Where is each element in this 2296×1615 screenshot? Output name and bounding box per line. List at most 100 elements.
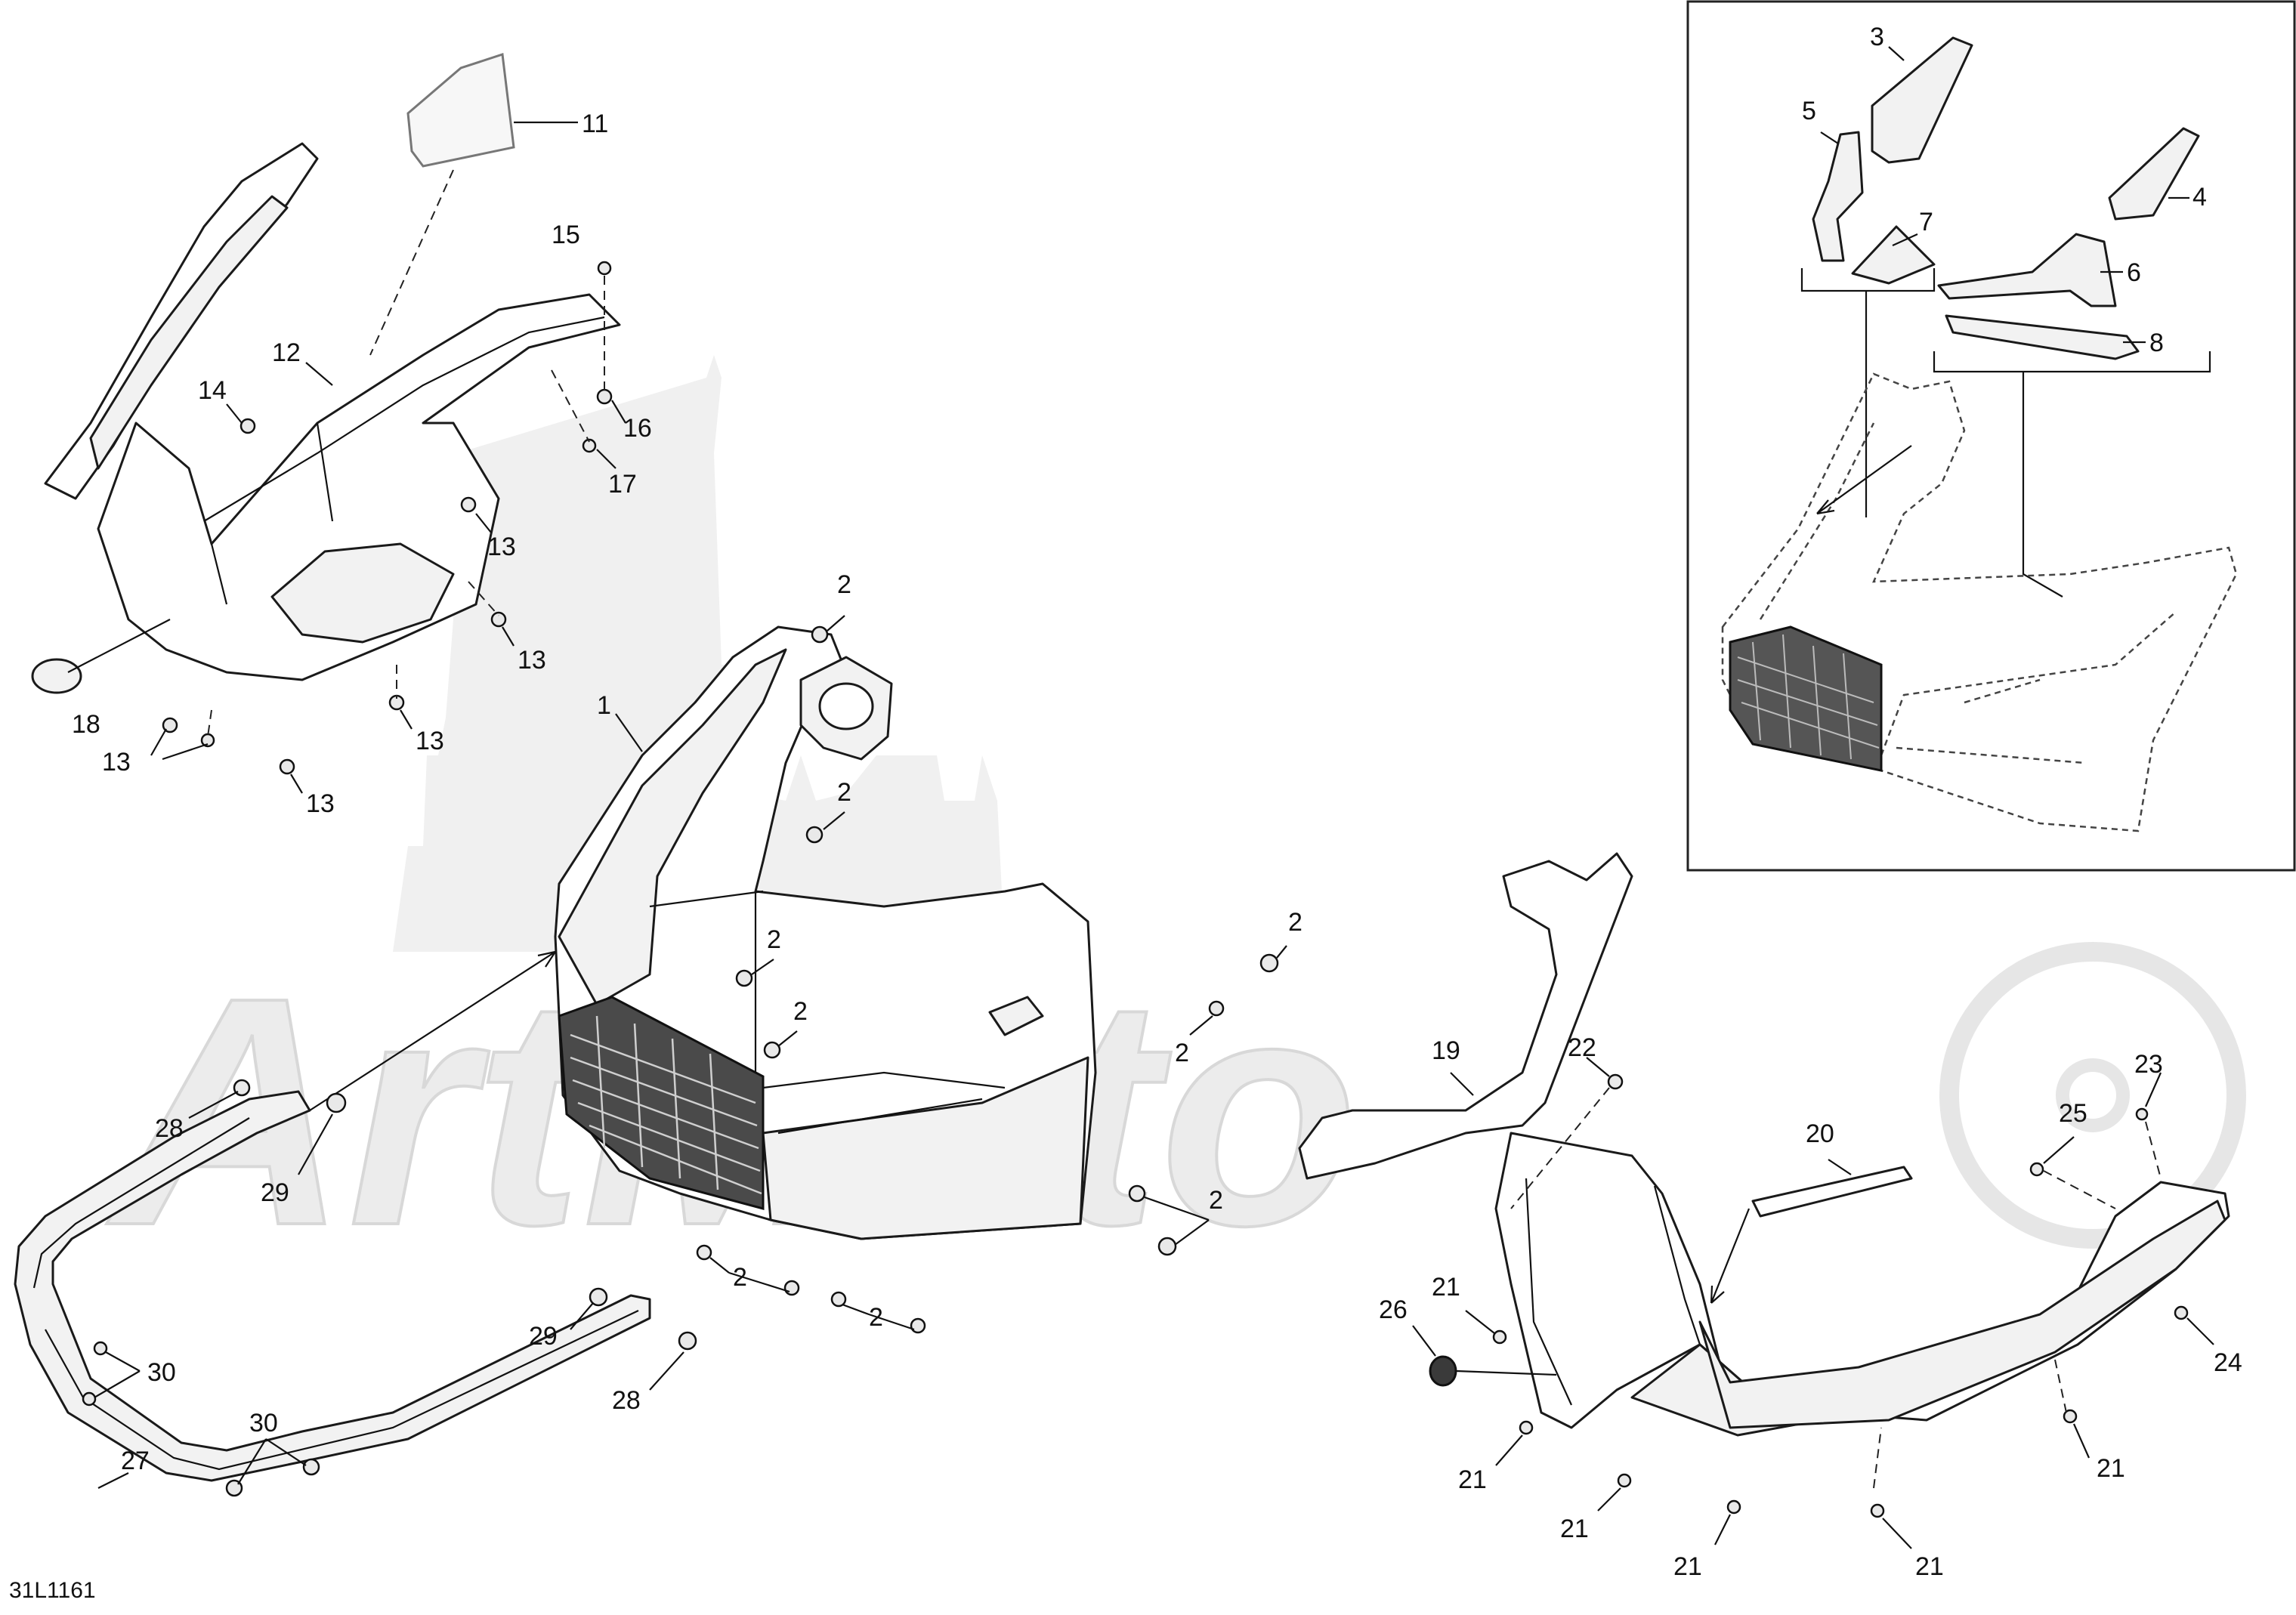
- part-1-vent: [988, 996, 1044, 1036]
- leader-20: [1828, 1159, 1852, 1175]
- callout-18: 18: [72, 710, 100, 739]
- leader-23: [2144, 1072, 2162, 1107]
- document-code: 31L1161: [9, 1578, 96, 1603]
- callout-21-b: 21: [1458, 1465, 1487, 1494]
- callout-15: 15: [552, 221, 580, 249]
- hw-30b: [82, 1391, 97, 1407]
- leader-30: [94, 1351, 307, 1485]
- leader-25: [2043, 1136, 2075, 1164]
- hw-25: [2029, 1162, 2044, 1177]
- hw-2a: [811, 625, 829, 644]
- hw-2j: [783, 1280, 800, 1296]
- hw-2c: [735, 969, 753, 987]
- upper-left-assembly: [31, 53, 621, 775]
- callout-28-a: 28: [155, 1114, 184, 1143]
- callout-17: 17: [608, 470, 637, 499]
- part-1-edge: [558, 648, 787, 1006]
- watermark-skyline: [393, 355, 1005, 952]
- leader-28: [188, 1091, 684, 1391]
- leader-13: [150, 513, 515, 794]
- hw-21b: [1519, 1420, 1534, 1435]
- dash-13: [207, 581, 499, 737]
- inset-ghost-hood: [1721, 372, 2238, 832]
- callout-2-i: 2: [869, 1303, 883, 1332]
- callout-24: 24: [2214, 1348, 2242, 1377]
- callout-2-c: 2: [767, 925, 781, 954]
- part-3-pad: [1871, 36, 1973, 164]
- callout-6: 6: [2127, 258, 2141, 287]
- side-trim-inner: [89, 195, 289, 470]
- callout-1: 1: [597, 691, 611, 720]
- leader-7: [1892, 233, 1918, 247]
- callout-22: 22: [1568, 1033, 1596, 1062]
- hw-30d: [302, 1458, 320, 1476]
- part-8-trim: [1945, 314, 2140, 360]
- hw-13f: [200, 733, 215, 748]
- hw-28b: [678, 1331, 697, 1351]
- hood-assembly: [309, 625, 1279, 1334]
- callout-14: 14: [198, 376, 227, 405]
- hw-17: [582, 438, 597, 453]
- leader-3: [1888, 46, 1905, 61]
- callout-28-b: 28: [612, 1386, 641, 1415]
- part-5-trim: [1812, 131, 1864, 262]
- hw-21c: [1617, 1473, 1632, 1488]
- belly-pan-assembly: [1298, 852, 2230, 1518]
- dash-11-to-12: [369, 169, 454, 356]
- callout-11: 11: [582, 110, 608, 138]
- part-19-lines: [1525, 1178, 1701, 1406]
- callout-2-b: 2: [837, 778, 851, 807]
- inset-bracket-left: [1800, 268, 1936, 517]
- hw-13e: [162, 717, 178, 733]
- callout-25: 25: [2059, 1099, 2087, 1128]
- arrow-1: [309, 950, 556, 1111]
- leader-14: [226, 403, 243, 424]
- hw-2h: [1157, 1237, 1177, 1256]
- part-12-hollow: [270, 542, 455, 644]
- leader-5: [1820, 131, 1839, 144]
- leader-29: [298, 1113, 594, 1330]
- inset-frame: [1686, 0, 2296, 872]
- callout-20: 20: [1806, 1119, 1834, 1148]
- part-20-strip: [1751, 1166, 1913, 1218]
- watermark-wheel-hub: [2056, 1058, 2130, 1132]
- hw-13b: [490, 611, 507, 628]
- part-1-skirt: [762, 1056, 1089, 1240]
- callout-30-a: 30: [147, 1358, 176, 1387]
- part-24-skid: [1698, 1200, 2226, 1429]
- hw-2k: [830, 1291, 847, 1308]
- callout-labels: 3 5 4 7 6 8 11 15 12 14 16 17 13 13 13 1…: [72, 23, 2242, 1581]
- part-27-line: [32, 1117, 639, 1471]
- hw-2b: [805, 826, 824, 844]
- callout-21-a: 21: [1432, 1273, 1460, 1302]
- leader-27: [97, 1472, 129, 1489]
- leader-19: [1450, 1072, 1474, 1096]
- leader-lines: [94, 46, 2214, 1549]
- leader-26: [1412, 1325, 1436, 1357]
- part-12-rail: [203, 316, 605, 605]
- callout-21-e: 21: [1915, 1552, 1944, 1581]
- callout-13-c: 13: [416, 727, 444, 755]
- callout-13-d: 13: [306, 789, 335, 818]
- hw-2e: [1259, 953, 1279, 973]
- leader-2: [709, 615, 1287, 1331]
- grille-mesh: [570, 1015, 762, 1195]
- part-12-bracket: [97, 293, 621, 681]
- callout-13-a: 13: [487, 533, 516, 561]
- hw-2f: [1208, 1000, 1225, 1017]
- part-6-trim: [1937, 233, 2117, 307]
- inset-grille-mesh: [1737, 634, 1880, 760]
- callout-23: 23: [2134, 1050, 2163, 1079]
- callout-4: 4: [2192, 183, 2207, 212]
- callout-8: 8: [2149, 329, 2164, 357]
- leader-17: [596, 449, 616, 469]
- callout-26: 26: [1379, 1295, 1408, 1324]
- callout-29-a: 29: [261, 1178, 289, 1207]
- callout-21-f: 21: [2097, 1454, 2125, 1483]
- callout-2-f: 2: [1175, 1039, 1189, 1067]
- hw-14: [239, 418, 256, 434]
- callout-30-b: 30: [249, 1409, 278, 1437]
- part-19-frame: [1298, 852, 1633, 1180]
- callout-2-a: 2: [837, 570, 851, 599]
- leader-24: [2186, 1317, 2214, 1345]
